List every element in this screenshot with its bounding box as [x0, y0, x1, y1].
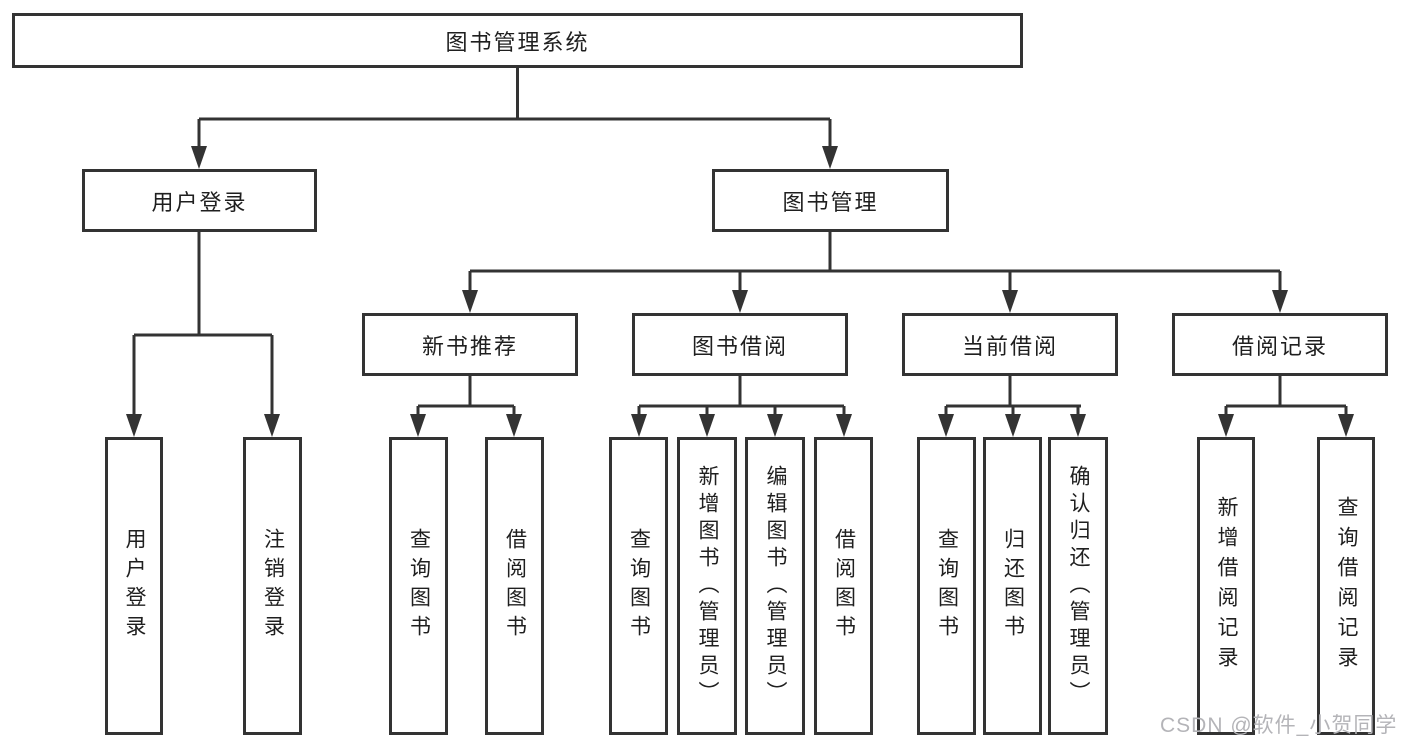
leaf-borrow-books-1: 借阅图书 — [485, 437, 544, 735]
leaf-query-books-1: 查询图书 — [389, 437, 448, 735]
node-borrow-records: 借阅记录 — [1172, 313, 1388, 376]
leaf-add-borrow-record: 新增借阅记录 — [1197, 437, 1255, 735]
node-book-management: 图书管理 — [712, 169, 949, 232]
node-current-borrow: 当前借阅 — [902, 313, 1118, 376]
leaf-logout: 注销登录 — [243, 437, 302, 735]
node-new-book-recommend: 新书推荐 — [362, 313, 578, 376]
leaf-add-book-admin: 新增图书（管理员） — [677, 437, 737, 735]
node-book-borrow: 图书借阅 — [632, 313, 848, 376]
leaf-user-login: 用户登录 — [105, 437, 163, 735]
leaf-query-books-2: 查询图书 — [609, 437, 668, 735]
node-user-login: 用户登录 — [82, 169, 317, 232]
leaf-borrow-books-2: 借阅图书 — [814, 437, 873, 735]
leaf-return-book: 归还图书 — [983, 437, 1042, 735]
watermark: CSDN @软件_小贺同学 — [1160, 714, 1398, 737]
leaf-query-books-3: 查询图书 — [917, 437, 976, 735]
node-library-system: 图书管理系统 — [12, 13, 1023, 68]
leaf-edit-book-admin: 编辑图书（管理员） — [745, 437, 805, 735]
leaf-confirm-return-admin: 确认归还（管理员） — [1048, 437, 1108, 735]
leaf-query-borrow-record: 查询借阅记录 — [1317, 437, 1375, 735]
